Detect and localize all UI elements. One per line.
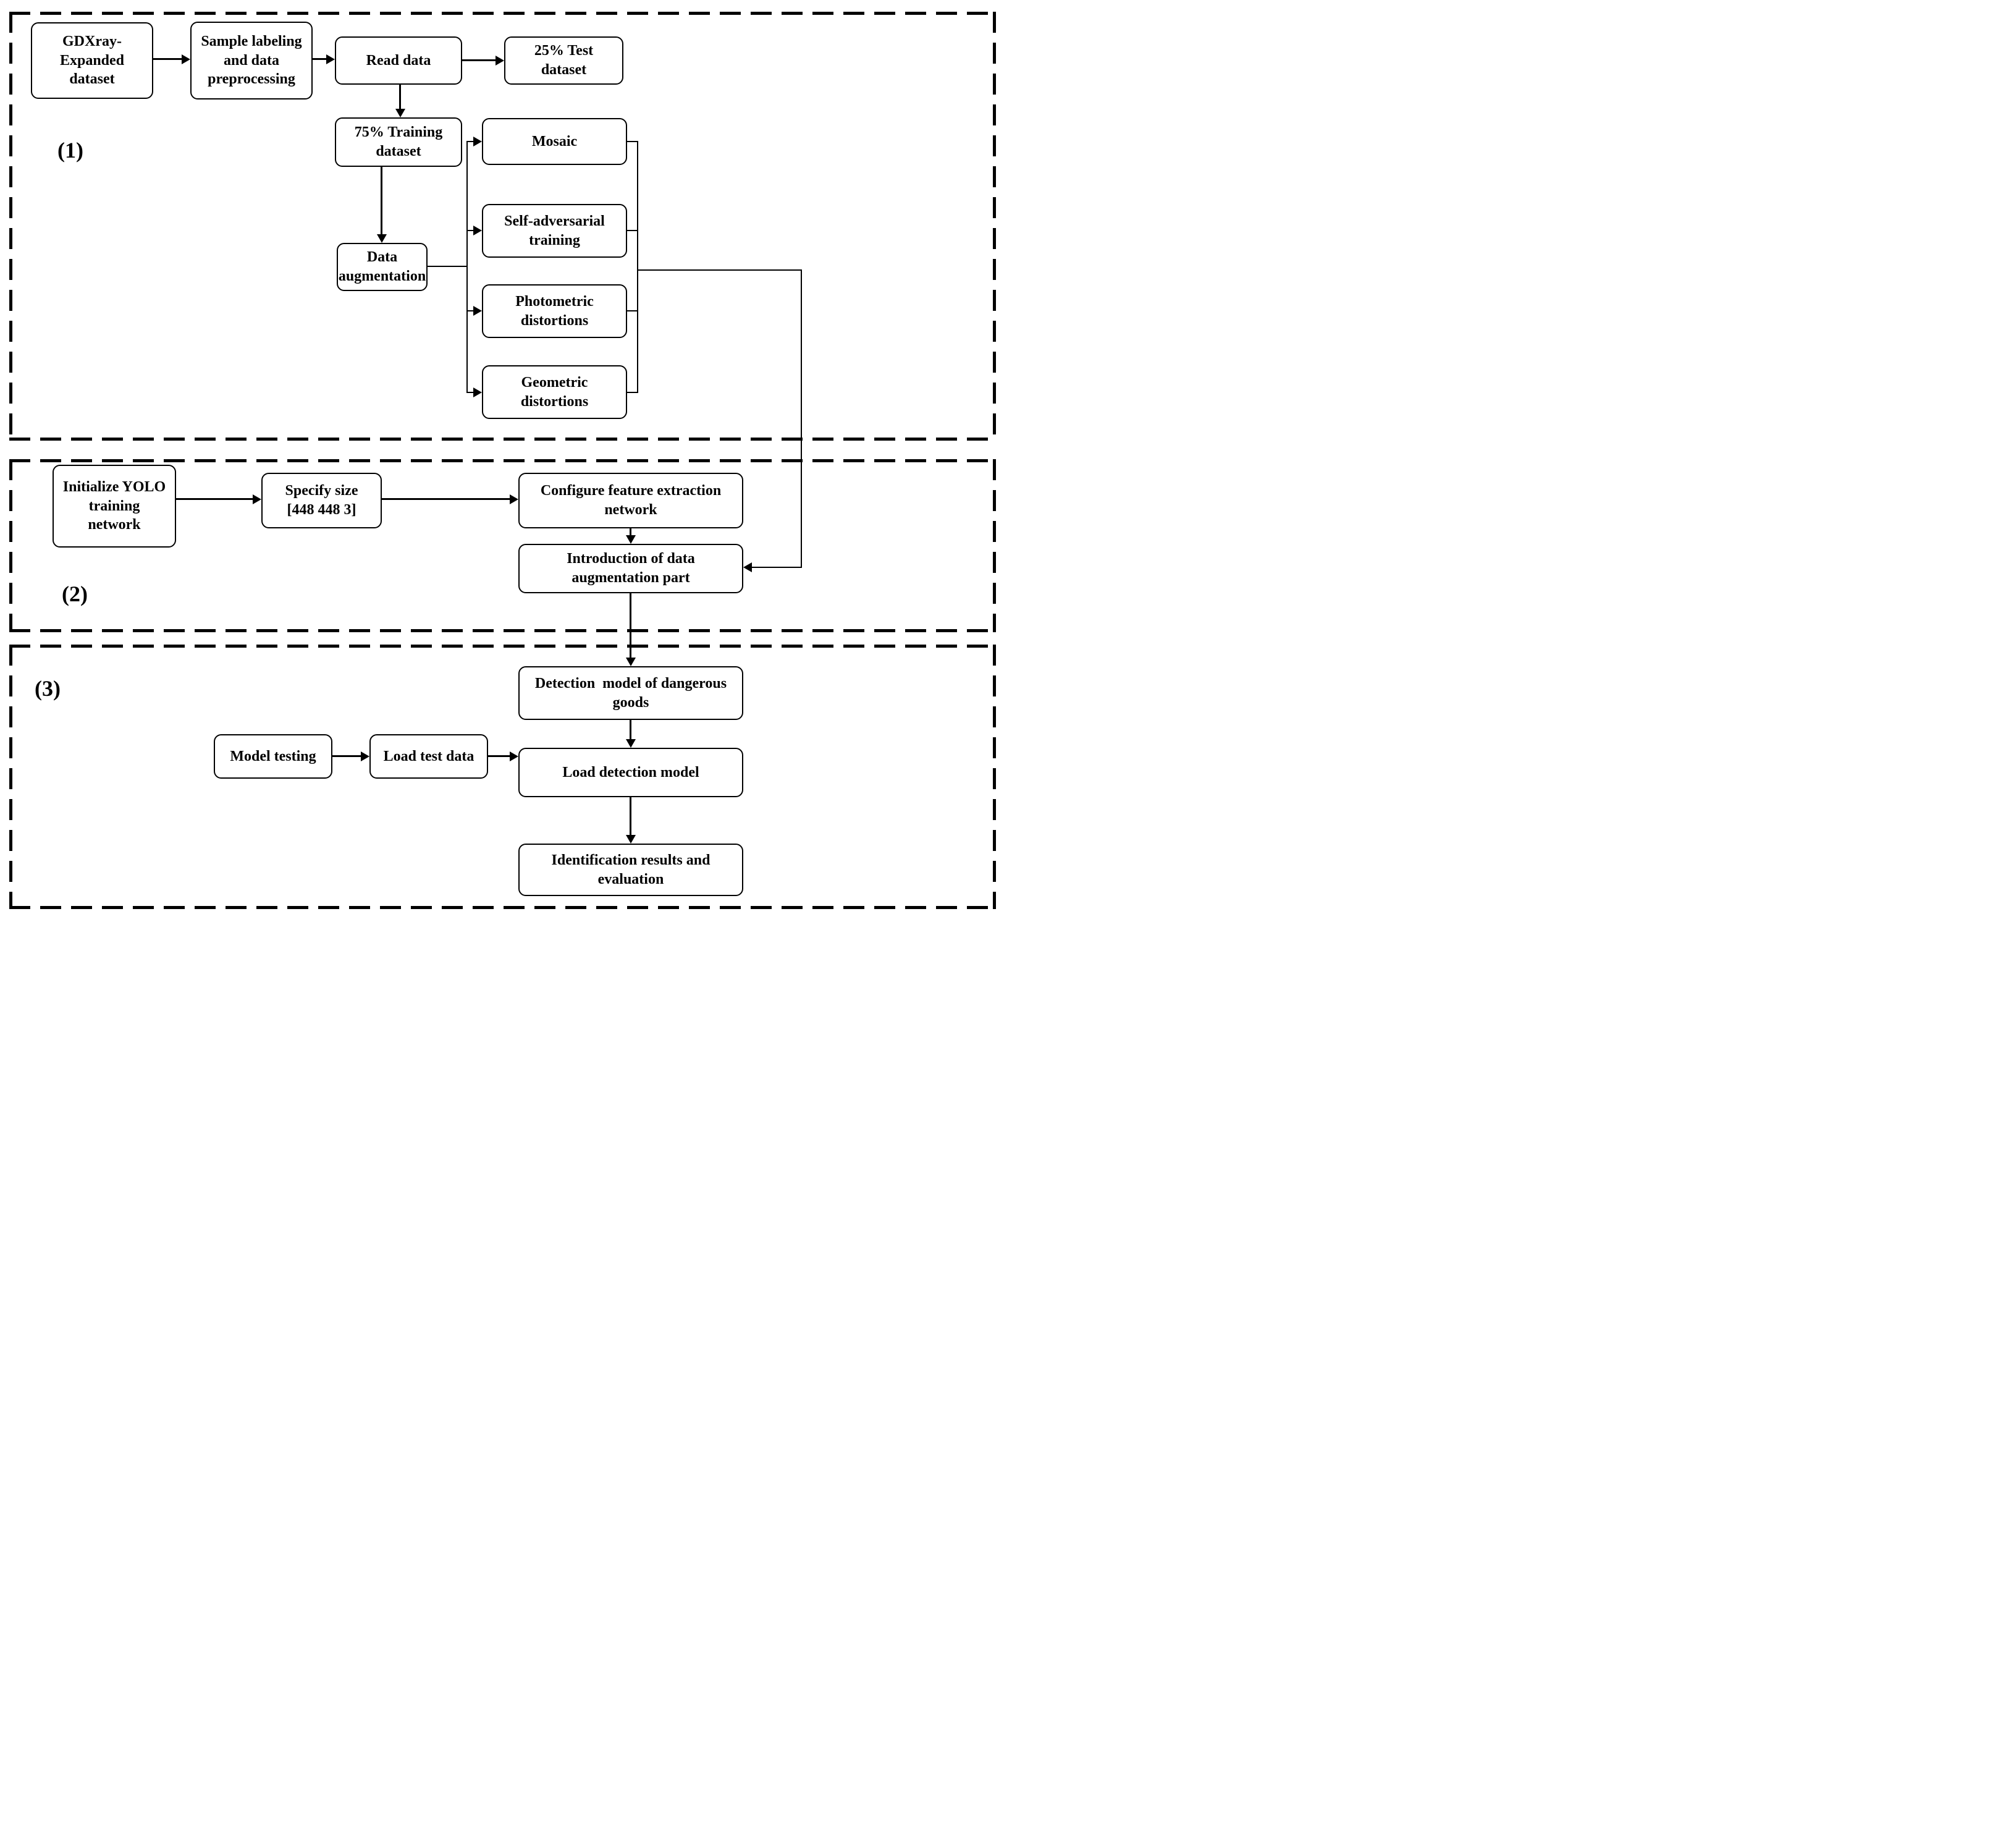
node-load-detection-model: Load detection model bbox=[518, 748, 743, 797]
section-1-border-top bbox=[9, 12, 996, 15]
collector-horizontal-line bbox=[637, 269, 802, 271]
section-1-border-right bbox=[993, 12, 996, 441]
node-data-augmentation: Data augmentation bbox=[337, 243, 428, 291]
section-3-border-bottom bbox=[9, 906, 996, 909]
section-3-border-top bbox=[9, 645, 996, 648]
edge-modeltest-to-loadtest-arrowhead bbox=[361, 751, 369, 761]
node-geometric-distortions: Geometric distortions bbox=[482, 365, 627, 419]
edge-sample-to-read-line bbox=[313, 58, 326, 60]
edge-augmentation-to-rail-stub bbox=[428, 266, 468, 267]
edge-selfadversarial-to-rightrail-line bbox=[627, 230, 638, 231]
edge-sample-to-read-arrowhead bbox=[326, 54, 335, 64]
edge-collector-to-introduction-line bbox=[752, 567, 801, 568]
edge-loaddetection-to-identification-arrowhead bbox=[626, 835, 636, 844]
node-introduction-data-augmentation: Introduction of data augmentation part bbox=[518, 544, 743, 593]
edge-rail-to-geometric-line bbox=[468, 392, 474, 393]
edge-read-to-test-arrowhead bbox=[496, 56, 504, 66]
edge-read-to-training-arrowhead bbox=[395, 109, 405, 117]
node-gdxray-expanded-dataset: GDXray- Expanded dataset bbox=[31, 22, 153, 99]
edge-rail-to-selfadversarial-arrowhead bbox=[473, 226, 482, 235]
edge-gdxray-to-sample-arrowhead bbox=[182, 54, 190, 64]
section-2-border-bottom bbox=[9, 629, 996, 632]
edge-rail-to-photometric-line bbox=[468, 310, 474, 311]
edge-introduction-to-detection-arrowhead bbox=[626, 658, 636, 666]
node-model-testing: Model testing bbox=[214, 734, 332, 779]
edge-rail-to-mosaic-arrowhead bbox=[473, 137, 482, 146]
edge-rail-to-photometric-arrowhead bbox=[473, 306, 482, 316]
augmentation-right-rail bbox=[637, 141, 638, 393]
edge-configure-to-introduction-arrowhead bbox=[626, 535, 636, 544]
augmentation-left-rail bbox=[466, 141, 468, 393]
edge-detection-to-loaddetection-line bbox=[630, 720, 631, 740]
edge-loaddetection-to-identification-line bbox=[630, 797, 631, 836]
section-2-border-left bbox=[9, 459, 12, 632]
node-configure-feature-extraction: Configure feature extraction network bbox=[518, 473, 743, 528]
edge-collector-to-introduction-arrowhead bbox=[743, 562, 752, 572]
section-3-border-left bbox=[9, 645, 12, 909]
edge-initialize-to-specify-arrowhead bbox=[253, 494, 261, 504]
node-sample-labeling-preprocessing: Sample labeling and data preprocessing bbox=[190, 22, 313, 99]
node-75-training-dataset: 75% Training dataset bbox=[335, 117, 462, 167]
edge-detection-to-loaddetection-arrowhead bbox=[626, 739, 636, 748]
edge-read-to-test-line bbox=[462, 59, 496, 61]
edge-introduction-to-detection-line bbox=[630, 593, 631, 658]
section-2-border-right bbox=[993, 459, 996, 632]
edge-specify-to-configure-arrowhead bbox=[510, 494, 518, 504]
collector-vertical-line bbox=[801, 269, 802, 568]
edge-configure-to-introduction-line bbox=[630, 528, 631, 536]
edge-loadtest-to-loaddetection-line bbox=[488, 755, 510, 757]
node-load-test-data: Load test data bbox=[369, 734, 488, 779]
edge-initialize-to-specify-line bbox=[176, 498, 253, 500]
edge-rail-to-geometric-arrowhead bbox=[473, 387, 482, 397]
edge-rail-to-mosaic-line bbox=[468, 141, 474, 142]
edge-modeltest-to-loadtest-line bbox=[332, 755, 361, 757]
node-photometric-distortions: Photometric distortions bbox=[482, 284, 627, 338]
edge-mosaic-to-rightrail-line bbox=[627, 141, 638, 142]
node-identification-results-evaluation: Identification results and evaluation bbox=[518, 844, 743, 896]
section-3-label: (3) bbox=[35, 676, 61, 701]
section-1-border-bottom bbox=[9, 438, 996, 441]
edge-geometric-to-rightrail-line bbox=[627, 392, 638, 393]
node-mosaic: Mosaic bbox=[482, 118, 627, 165]
edge-specify-to-configure-line bbox=[382, 498, 510, 500]
section-3-border-right bbox=[993, 645, 996, 909]
node-25-test-dataset: 25% Test dataset bbox=[504, 36, 623, 85]
section-1-border-left bbox=[9, 12, 12, 441]
node-initialize-yolo-network: Initialize YOLO training network bbox=[53, 465, 176, 548]
flowchart-canvas: (1) (2) (3) GDXray- Expanded dataset Sam… bbox=[0, 0, 1008, 921]
section-1-label: (1) bbox=[57, 138, 83, 163]
node-read-data: Read data bbox=[335, 36, 462, 85]
node-detection-model-dangerous-goods: Detection model of dangerous goods bbox=[518, 666, 743, 720]
edge-loadtest-to-loaddetection-arrowhead bbox=[510, 751, 518, 761]
section-2-border-top bbox=[9, 459, 996, 462]
edge-photometric-to-rightrail-line bbox=[627, 310, 638, 311]
node-specify-size: Specify size [448 448 3] bbox=[261, 473, 382, 528]
edge-training-to-augmentation-line bbox=[381, 167, 382, 235]
edge-read-to-training-line bbox=[399, 85, 401, 109]
edge-training-to-augmentation-arrowhead bbox=[377, 234, 387, 243]
edge-rail-to-selfadversarial-line bbox=[468, 230, 474, 231]
section-2-label: (2) bbox=[62, 582, 88, 606]
node-self-adversarial-training: Self-adversarial training bbox=[482, 204, 627, 258]
edge-gdxray-to-sample-line bbox=[153, 58, 182, 60]
